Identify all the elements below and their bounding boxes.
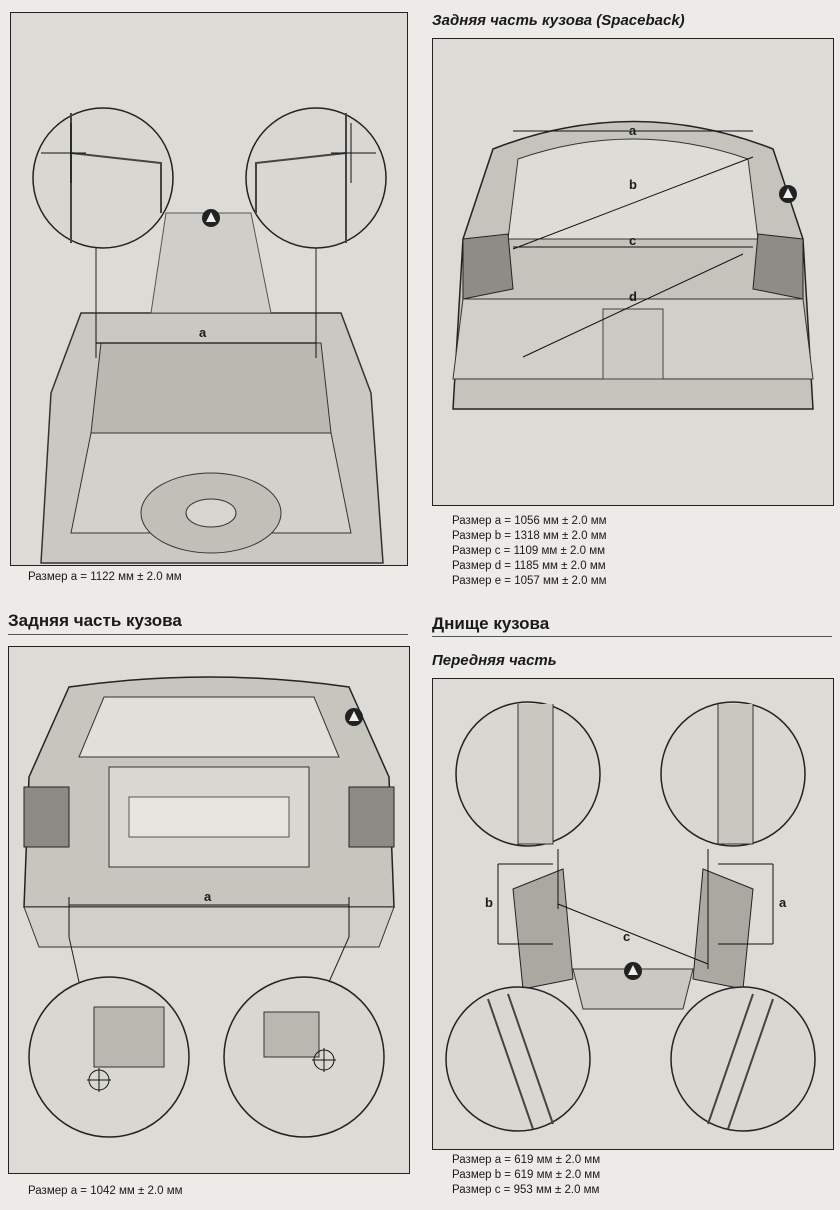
underbody-subtitle: Передняя часть [432, 652, 557, 669]
rear-body-title: Задняя часть кузова [8, 611, 182, 630]
underbody-rule [432, 636, 832, 637]
measurement-point-icon [345, 708, 363, 726]
rear-body-illustration [23, 676, 395, 1138]
spaceback-dim-b: Размер b = 1318 мм ± 2.0 мм [452, 530, 607, 542]
spaceback-label-c: c [629, 233, 637, 248]
spaceback-illustration [452, 120, 814, 410]
underbody-illustration [445, 701, 816, 1132]
underbody-title: Днище кузова [432, 614, 550, 633]
trunk-illustration [32, 107, 387, 564]
spaceback-dims: Размер a = 1056 мм ± 2.0 мм Размер b = 1… [452, 514, 607, 589]
rear-body-dim-a: Размер a = 1042 мм ± 2.0 мм [28, 1185, 183, 1197]
underbody-label-a: a [779, 895, 787, 910]
underbody-diagram: a b c [432, 678, 834, 1150]
spaceback-dim-c: Размер c = 1109 мм ± 2.0 мм [452, 545, 606, 557]
spaceback-diagram: a b c d [432, 38, 834, 506]
rear-body-label-a: a [204, 889, 212, 904]
measurement-point-icon [779, 185, 797, 203]
rear-body-rule [8, 634, 408, 635]
measurement-point-icon [202, 209, 220, 227]
spaceback-title: Задняя часть кузова (Spaceback) [432, 12, 685, 29]
spaceback-dim-a: Размер a = 1056 мм ± 2.0 мм [452, 515, 607, 527]
measurement-point-icon [624, 962, 642, 980]
spaceback-dim-d: Размер d = 1185 мм ± 2.0 мм [452, 560, 606, 572]
underbody-dim-a: Размер a = 619 мм ± 2.0 мм [452, 1154, 601, 1166]
trunk-label-a: a [199, 325, 207, 340]
spaceback-label-b: b [629, 177, 637, 192]
underbody-dim-b: Размер b = 619 мм ± 2.0 мм [452, 1169, 601, 1181]
spaceback-dim-e: Размер e = 1057 мм ± 2.0 мм [452, 575, 607, 587]
underbody-label-c: c [623, 929, 631, 944]
spaceback-label-a: a [629, 123, 637, 138]
trunk-dim-a: Размер a = 1122 мм ± 2.0 мм [28, 571, 182, 583]
spaceback-label-d: d [629, 289, 637, 304]
underbody-dims: Размер a = 619 мм ± 2.0 мм Размер b = 61… [452, 1153, 600, 1198]
rear-body-diagram: a [8, 646, 410, 1174]
underbody-label-b: b [485, 895, 493, 910]
underbody-dim-c: Размер c = 953 мм ± 2.0 мм [452, 1184, 600, 1196]
trunk-diagram: a [10, 12, 408, 566]
